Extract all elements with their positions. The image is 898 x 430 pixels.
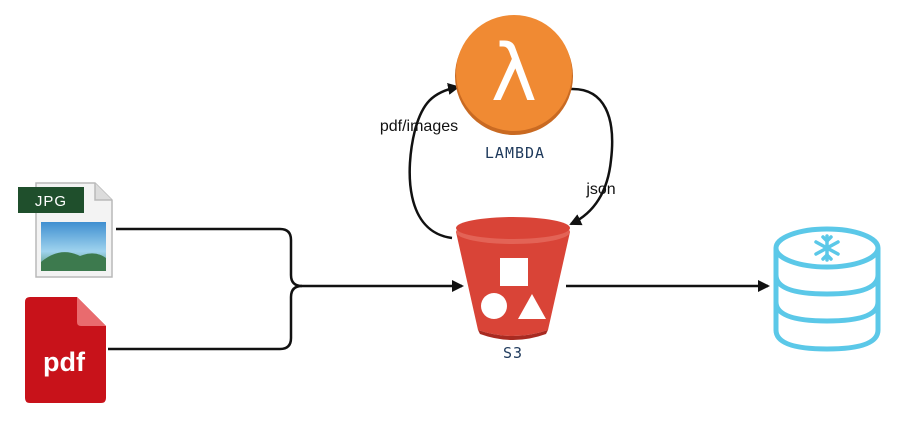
- image-file-icon: JPG: [18, 182, 113, 278]
- lambda-glyph: λ: [491, 29, 537, 119]
- triangle-shape: [518, 294, 546, 319]
- s3-bucket-icon: [456, 217, 570, 340]
- lambda-label: LAMBDA: [485, 144, 545, 162]
- circle-shape: [481, 293, 507, 319]
- jpg-label: JPG: [35, 193, 67, 210]
- lambda-icon: λ: [455, 15, 573, 135]
- pdf-label: pdf: [43, 347, 86, 377]
- edge-label-json: json: [585, 181, 615, 198]
- square-shape: [500, 258, 528, 286]
- s3-label: S3: [503, 344, 523, 362]
- s3-to-lambda-arrow: [408, 83, 460, 240]
- edge-label-pdf-images: pdf/images: [380, 118, 458, 135]
- snowflake-database-icon: [773, 226, 881, 352]
- pdf-file-icon: pdf: [25, 297, 106, 403]
- snowflake-icon: [814, 234, 840, 262]
- lambda-to-s3-arrow: [569, 87, 614, 226]
- jpg-to-s3-connector: [116, 227, 303, 288]
- pdf-to-s3-connector: [108, 284, 303, 351]
- jpg-tag: [18, 187, 84, 213]
